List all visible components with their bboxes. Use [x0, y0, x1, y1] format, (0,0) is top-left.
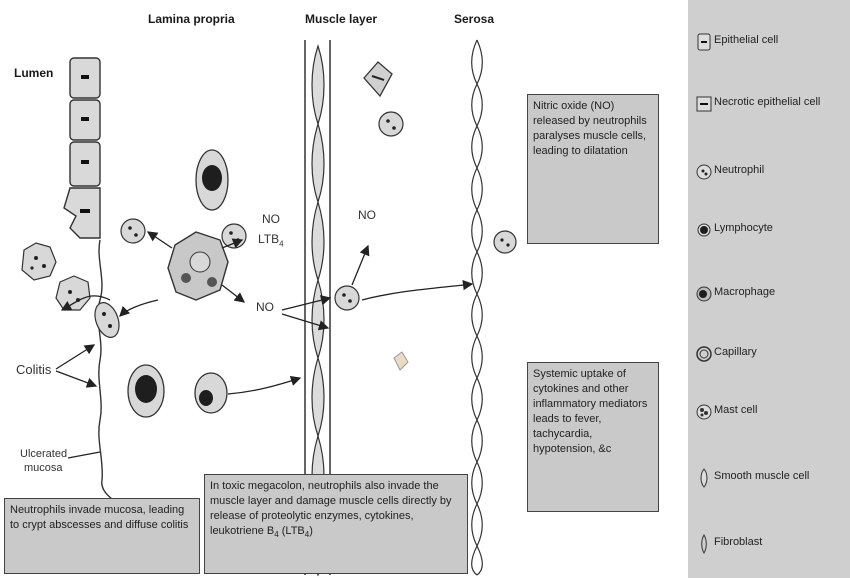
fibroblast-icon: [694, 534, 714, 554]
neutrophil: [222, 224, 246, 248]
smooth-muscle-cell: [312, 280, 324, 358]
box-nitric-oxide: Nitric oxide (NO) released by neutrophil…: [527, 94, 659, 244]
box-systemic-uptake: Systemic uptake of cytokines and other i…: [527, 362, 659, 512]
neutrophil: [121, 219, 145, 243]
arrow: [120, 300, 158, 316]
lymphocyte: [196, 150, 228, 210]
label-no-mid: NO: [256, 300, 274, 314]
neutrophil: [56, 276, 90, 310]
capillary-mark: [394, 352, 408, 370]
label-no: NO: [262, 212, 280, 226]
neutrophil: [22, 243, 56, 280]
legend-item-capillary: Capillary: [688, 342, 850, 366]
legend-item-epithelial-cell: Epithelial cell: [688, 30, 850, 54]
arrow: [362, 284, 472, 300]
label-ulcerated: Ulcerated: [20, 448, 67, 460]
legend-item-neutrophil: Neutrophil: [688, 160, 850, 184]
ulcerated-pointer: [68, 452, 100, 458]
lymphocyte: [128, 365, 164, 417]
legend-item-smooth-muscle-cell: Smooth muscle cell: [688, 466, 850, 490]
smooth-muscle-cell: [312, 202, 324, 280]
arrow: [352, 246, 368, 285]
mast-cell-icon: [694, 402, 714, 422]
necrotic-epithelial-cell: [364, 62, 392, 96]
label-no-muscle: NO: [358, 208, 376, 222]
mucosa-boundary: [98, 240, 118, 505]
mast-cell: [168, 232, 228, 300]
macrophage: [195, 373, 227, 413]
necrotic-epithelial-cell-icon: [694, 94, 714, 114]
label-ltb4: LTB4: [258, 232, 284, 248]
box-neutrophils-mucosa: Neutrophils invade mucosa, leading to cr…: [4, 498, 200, 574]
lymphocyte-icon: [694, 220, 714, 240]
epithelial-cell-icon: [694, 32, 714, 52]
macrophage-icon: [694, 284, 714, 304]
arrow: [222, 285, 244, 302]
arrow: [56, 345, 94, 369]
neutrophil: [335, 286, 359, 310]
label-colitis: Colitis: [16, 362, 51, 377]
smooth-muscle-cell-icon: [694, 468, 714, 488]
legend-panel: Epithelial cell Necrotic epithelial cell…: [688, 0, 850, 578]
legend-item-macrophage: Macrophage: [688, 282, 850, 306]
neutrophil: [494, 231, 516, 253]
legend-item-necrotic-epithelial-cell: Necrotic epithelial cell: [688, 92, 850, 116]
neutrophil-icon: [694, 162, 714, 182]
legend-item-lymphocyte: Lymphocyte: [688, 218, 850, 242]
smooth-muscle-cell: [312, 46, 324, 124]
smooth-muscle-cell: [312, 358, 324, 436]
smooth-muscle-cell: [312, 124, 324, 202]
neutrophil: [91, 299, 124, 340]
arrow: [228, 378, 300, 394]
serosa-fibroblasts: [472, 40, 483, 575]
neutrophil: [379, 112, 403, 136]
capillary-icon: [694, 344, 714, 364]
legend-item-fibroblast: Fibroblast: [688, 532, 850, 556]
arrow: [148, 232, 172, 248]
arrow: [56, 371, 96, 386]
box-toxic-megacolon: In toxic megacolon, neutrophils also inv…: [204, 474, 468, 574]
legend-item-mast-cell: Mast cell: [688, 400, 850, 424]
label-mucosa: mucosa: [24, 462, 63, 474]
